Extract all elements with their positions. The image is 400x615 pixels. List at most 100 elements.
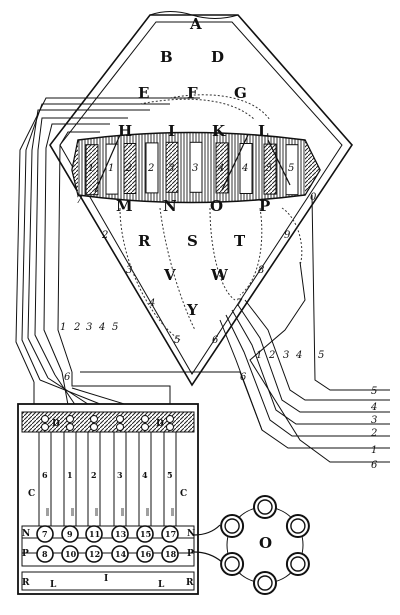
panel-terminal — [111, 525, 129, 543]
panel-letter-c-left: C — [28, 489, 35, 499]
output-6: 6 — [371, 460, 378, 471]
drum-number: 5 — [266, 163, 272, 174]
drum-segment — [189, 141, 203, 193]
panel-terminal — [36, 525, 54, 543]
panel-terminal — [85, 545, 103, 563]
panel-terminal — [161, 525, 179, 543]
ring-terminal-inner — [290, 556, 306, 572]
letter-m: M — [116, 197, 133, 215]
column-top-terminal — [141, 415, 149, 423]
letter-w: W — [210, 266, 229, 284]
wire-bundle-right — [219, 194, 390, 463]
edge-num-left-3: 3 — [126, 265, 132, 276]
letter-i: I — [168, 122, 175, 140]
column-top-terminal — [166, 423, 174, 431]
diamond-edge-numbers: 7 2 3 4 5 6 0 9 8 7 — [76, 192, 317, 346]
terminal-number: 7 — [42, 529, 48, 539]
ring-terminal-inner — [257, 575, 273, 591]
cable-left-4: 4 — [98, 322, 105, 333]
column-number: 1 — [67, 470, 73, 480]
column-top-terminal — [116, 415, 124, 423]
letter-b: B — [160, 48, 173, 66]
terminal-number: 15 — [140, 529, 151, 539]
column-top-terminal — [116, 423, 124, 431]
panel-terminal — [136, 525, 154, 543]
cable-right-1: 1 — [256, 350, 262, 361]
panel-letter-i: I — [104, 574, 108, 584]
terminal-number: 14 — [115, 549, 127, 559]
panel-ring-wires — [193, 524, 223, 563]
panel-letter-r-right: R — [186, 578, 194, 588]
letter-r: R — [138, 232, 151, 250]
edge-num-left-7: 7 — [76, 195, 83, 206]
diamond-letters: A B D E F G H I K L M N O P R S T V W Y — [116, 15, 270, 319]
cable-left-1: 1 — [60, 322, 66, 333]
ring-terminal-inner — [257, 499, 273, 515]
drum-segment — [239, 143, 253, 194]
drum-segment — [85, 144, 99, 196]
output-1: 1 — [371, 445, 377, 456]
distributor-ring — [220, 495, 310, 595]
panel-terminal — [161, 545, 179, 563]
letter-p: P — [259, 197, 270, 215]
column-number: 5 — [167, 470, 173, 480]
letter-g: G — [234, 84, 247, 102]
letter-y: Y — [186, 301, 198, 319]
letter-a: A — [189, 15, 202, 33]
panel-terminal — [61, 545, 79, 563]
terminal-number: 9 — [67, 529, 73, 539]
cable-right-2: 2 — [268, 350, 275, 361]
column-top-terminal — [90, 423, 98, 431]
panel-letter-l-right: L — [158, 580, 165, 590]
panel-letter-n-left: N — [22, 529, 30, 539]
letter-v: V — [163, 266, 176, 284]
drum-segment — [105, 143, 119, 195]
panel-letter-n-right: N — [187, 529, 195, 539]
terminal-number: 16 — [140, 549, 152, 559]
cable-right-5: 5 — [318, 350, 324, 361]
cable-label-6-left: 6 — [64, 372, 71, 383]
panel-letter-d-left: D — [52, 419, 60, 429]
letter-n: N — [163, 197, 177, 215]
cable-label-6-right: 6 — [240, 372, 247, 383]
edge-num-left-2: 2 — [101, 230, 108, 241]
letter-d: D — [211, 48, 224, 66]
drum-segment — [215, 142, 229, 194]
drum-segment — [145, 142, 159, 194]
letter-t: T — [234, 232, 246, 250]
column-top-terminal — [166, 415, 174, 423]
drum-segment — [165, 141, 179, 193]
panel-letter-d-right: D — [156, 419, 164, 429]
drum-segments — [85, 141, 299, 196]
terminal-number: 10 — [65, 549, 77, 559]
panel-letter-l-left: L — [50, 580, 57, 590]
panel-terminal — [61, 525, 79, 543]
edge-num-right-9: 9 — [284, 230, 291, 241]
edge-num-right-7: 7 — [236, 298, 243, 309]
column-number: 2 — [91, 470, 97, 480]
ring-terminal-inner — [224, 518, 240, 534]
drum-number: 1 — [108, 163, 114, 174]
cable-right-4: 4 — [295, 350, 302, 361]
drum-segment — [123, 143, 137, 194]
output-2: 2 — [370, 428, 377, 439]
dotted-wires — [119, 94, 303, 341]
cable-right-3: 3 — [283, 350, 289, 361]
panel-terminal — [136, 545, 154, 563]
column-top-terminal — [41, 415, 49, 423]
panel-letter-c-right: C — [180, 489, 187, 499]
drum-number: 2 — [147, 163, 154, 174]
drum-number: 2 — [125, 163, 132, 174]
output-4: 4 — [370, 402, 377, 413]
drum-number: 3 — [192, 163, 198, 174]
panel-letter-r-left: R — [22, 578, 30, 588]
panel-letters: D D C C N N P P R R L L I — [22, 419, 195, 590]
letter-h: H — [118, 122, 132, 140]
drum-number: 3 — [168, 163, 174, 174]
drum-contacts — [94, 134, 291, 193]
edge-num-right-0: 0 — [310, 192, 317, 203]
panel-terminal — [111, 545, 129, 563]
